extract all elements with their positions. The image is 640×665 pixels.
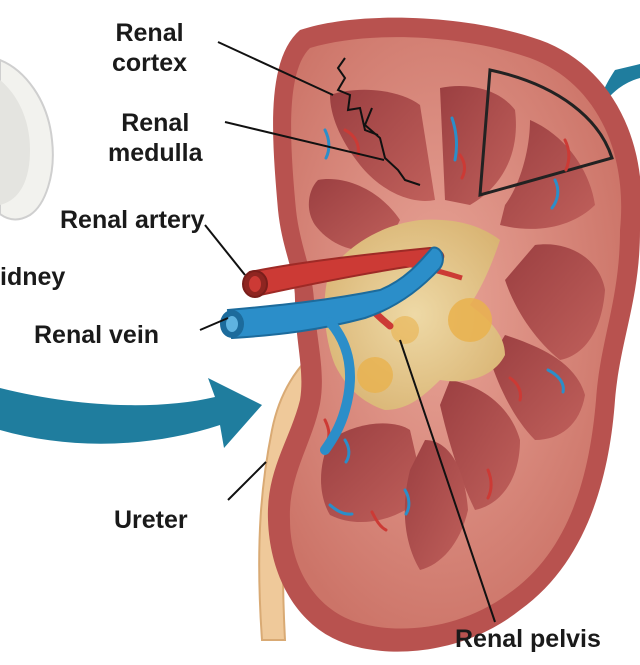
renal-cortex-label-line1: Renal	[112, 18, 187, 48]
whole-kidney-partial	[0, 60, 53, 219]
renal-medulla-label: Renal medulla	[108, 108, 202, 168]
ureter-label: Ureter	[114, 505, 188, 535]
renal-cortex-label: Renal cortex	[112, 18, 187, 78]
renal-cortex-label-line2: cortex	[112, 48, 187, 78]
kidney-section	[220, 18, 640, 652]
pointer-arrow-left	[0, 378, 262, 448]
renal-pelvis-label: Renal pelvis	[455, 624, 601, 654]
artery-leader	[205, 225, 245, 275]
renal-medulla-label-line1: Renal	[108, 108, 202, 138]
renal-medulla-label-line2: medulla	[108, 138, 202, 168]
renal-artery-label: Renal artery	[60, 205, 205, 235]
ureter-leader	[228, 462, 266, 500]
kidney-label: idney	[0, 262, 65, 292]
renal-vein-label: Renal vein	[34, 320, 159, 350]
